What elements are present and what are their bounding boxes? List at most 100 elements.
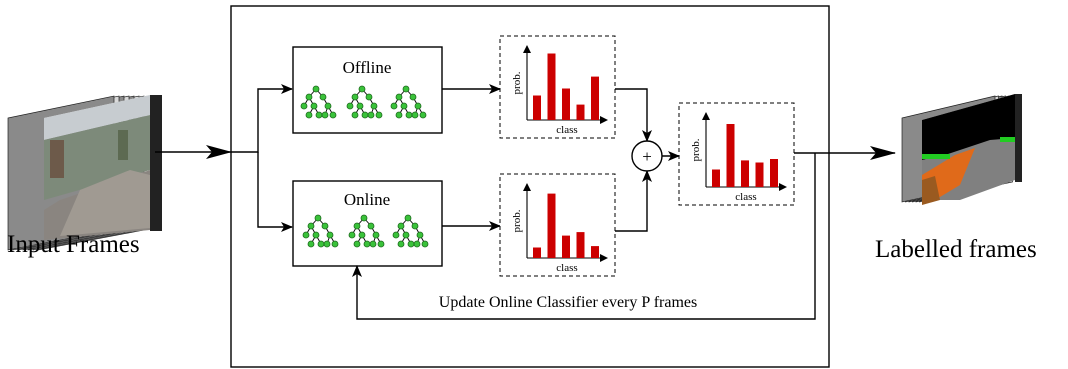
tree-node: [314, 214, 322, 222]
tree-node: [331, 240, 339, 248]
tree-node: [312, 231, 320, 239]
tree-node: [363, 240, 371, 248]
offline-label: Offline: [343, 58, 392, 77]
tree-node: [307, 222, 315, 230]
tree-node: [419, 111, 427, 119]
tree-node: [360, 214, 368, 222]
decision-tree: [302, 214, 339, 248]
decision-tree: [348, 214, 385, 248]
tree-node: [413, 240, 421, 248]
tree-node: [356, 102, 364, 110]
offline-histogram: prob. class: [499, 35, 616, 139]
tree-node: [329, 111, 337, 119]
offline-forest: [300, 85, 427, 119]
tree-node: [312, 85, 320, 93]
tree-node: [407, 240, 415, 248]
tree-node: [300, 102, 308, 110]
tree-node: [321, 111, 329, 119]
tree-node: [402, 231, 410, 239]
tree-node: [321, 222, 329, 230]
tree-node: [372, 231, 380, 239]
online-to-combiner-arrow: [615, 170, 652, 232]
combiner-node: +: [631, 140, 663, 172]
histogram-bar: [547, 193, 556, 258]
online-label: Online: [344, 190, 390, 209]
histogram-frame: [499, 173, 616, 277]
online-histogram: prob. class: [499, 173, 616, 277]
offline-to-combiner-arrow: [615, 88, 652, 142]
input-frames-stack: [7, 95, 162, 251]
decision-tree: [390, 85, 427, 119]
tree-node: [305, 93, 313, 101]
histogram-bar: [562, 88, 570, 120]
online-classifier: Online: [292, 180, 443, 267]
tree-node: [409, 93, 417, 101]
feedback-loop: [352, 153, 816, 320]
tree-node: [365, 93, 373, 101]
tree-node: [353, 222, 361, 230]
tree-node: [390, 102, 398, 110]
input-frames-label: Input Frames: [7, 231, 140, 258]
tree-node: [395, 111, 403, 119]
tree-node: [319, 93, 327, 101]
split-connector: [231, 84, 293, 232]
histogram-bar: [533, 95, 541, 120]
histogram-bar: [755, 162, 764, 187]
tree-node: [402, 85, 410, 93]
tree-node: [397, 240, 405, 248]
tree-node: [397, 222, 405, 230]
tree-node: [411, 111, 419, 119]
tree-node: [307, 240, 315, 248]
labelled-frames-stack: [901, 94, 1022, 205]
histogram-bar: [726, 124, 735, 187]
histogram-y-label: prob.: [511, 71, 523, 94]
tree-node: [305, 111, 313, 119]
histogram-bar: [576, 232, 585, 258]
decision-tree: [346, 85, 383, 119]
labelled-frames-label: Labelled frames: [875, 236, 1037, 263]
tree-node: [377, 240, 385, 248]
histogram-x-label: class: [735, 191, 756, 203]
histogram-y-label: prob.: [511, 209, 523, 232]
tree-node: [324, 102, 332, 110]
histogram-bar: [591, 76, 599, 120]
tree-node: [404, 214, 412, 222]
tree-node: [317, 240, 325, 248]
tree-node: [351, 93, 359, 101]
decision-tree: [300, 85, 337, 119]
tree-node: [351, 111, 359, 119]
update-caption: Update Online Classifier every P frames: [439, 294, 697, 311]
tree-node: [302, 231, 310, 239]
tree-node: [414, 102, 422, 110]
tree-node: [421, 240, 429, 248]
decision-tree: [392, 214, 429, 248]
histogram-bar: [533, 247, 541, 258]
tree-node: [361, 111, 369, 119]
tree-node: [369, 240, 377, 248]
tree-node: [358, 85, 366, 93]
tree-node: [367, 222, 375, 230]
histogram-bar: [576, 104, 585, 120]
tree-node: [353, 240, 361, 248]
histogram-bar: [547, 53, 556, 120]
online-forest: [302, 214, 429, 248]
tree-node: [375, 111, 383, 119]
tree-node: [367, 111, 375, 119]
input-frame-image: [44, 95, 162, 240]
histogram-x-label: class: [556, 262, 577, 274]
combiner-symbol: +: [642, 147, 652, 166]
tree-node: [411, 222, 419, 230]
tree-node: [348, 231, 356, 239]
tree-node: [358, 231, 366, 239]
tree-node: [326, 231, 334, 239]
tree-node: [395, 93, 403, 101]
tree-node: [405, 111, 413, 119]
histogram-frame: [678, 102, 795, 206]
tree-node: [416, 231, 424, 239]
histogram-x-label: class: [556, 124, 577, 136]
tree-node: [315, 111, 323, 119]
offline-classifier: Offline: [292, 46, 443, 134]
tree-node: [392, 231, 400, 239]
histogram-bar: [770, 159, 778, 187]
